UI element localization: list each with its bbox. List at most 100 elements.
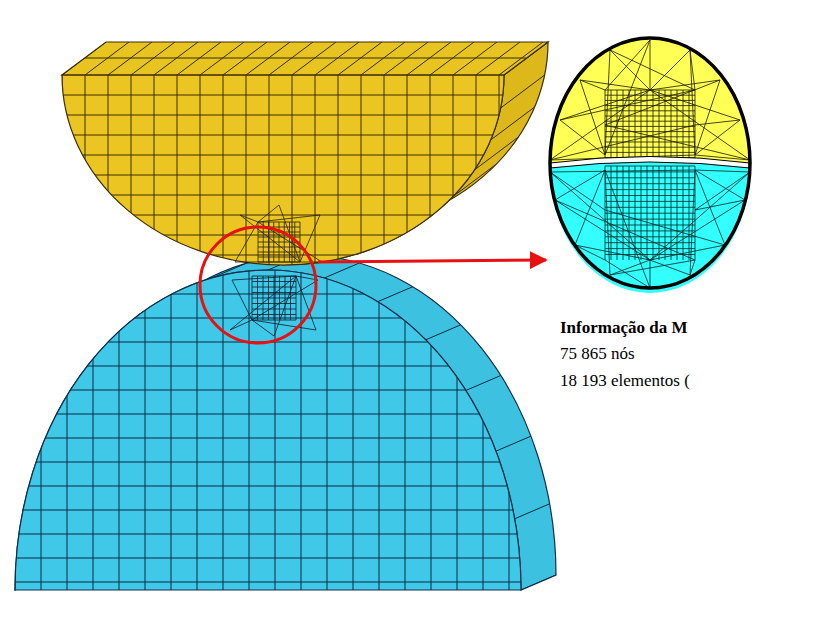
mesh-line: [407, 75, 408, 270]
mesh-line: [252, 314, 296, 315]
mesh-line: [41, 270, 42, 590]
mesh-line: [62, 115, 505, 116]
mesh-line: [650, 172, 750, 260]
mesh-line: [650, 50, 690, 90]
mesh-line: [258, 247, 300, 248]
mesh-line: [232, 276, 296, 280]
mesh-line: [521, 575, 556, 590]
mesh-line: [453, 75, 454, 270]
mesh-line: [252, 320, 296, 321]
mesh-line: [695, 170, 745, 200]
mesh-line: [85, 75, 86, 270]
mesh-line: [62, 95, 505, 96]
mesh-line: [509, 270, 510, 590]
mesh-line: [93, 270, 94, 590]
mesh-line: [62, 175, 505, 176]
mesh-line: [695, 172, 750, 210]
mesh-line: [605, 236, 695, 237]
mesh-line: [384, 75, 385, 270]
mesh-line: [62, 215, 505, 216]
mesh-line: [62, 255, 505, 256]
mesh-line: [476, 75, 477, 270]
mesh-line: [605, 116, 695, 117]
mesh-line: [15, 270, 16, 590]
mesh-line: [240, 215, 258, 222]
zoom-contact-gap: [550, 157, 750, 169]
zoom-outline: [550, 38, 750, 288]
mesh-line: [252, 303, 296, 304]
mesh-line: [483, 270, 484, 590]
mesh-line: [62, 75, 63, 270]
mesh-line: [15, 438, 525, 439]
mesh-line: [338, 75, 339, 270]
mesh-line: [605, 147, 695, 148]
mesh-line: [15, 366, 525, 367]
yellow-face-mesh: [62, 75, 505, 270]
mesh-line: [605, 80, 720, 125]
mesh-line: [605, 225, 695, 226]
mesh-line: [605, 136, 695, 137]
mesh-line: [695, 155, 750, 160]
mesh-line: [605, 207, 695, 208]
mesh-line: [501, 75, 545, 108]
mesh-line: [361, 75, 362, 270]
mesh-line: [605, 125, 750, 160]
mesh-line: [200, 75, 201, 270]
mesh-line: [560, 90, 695, 120]
mesh-line: [62, 195, 505, 196]
yellow-body-top: [62, 42, 548, 75]
mesh-line: [605, 248, 695, 249]
blue-body-surface: [15, 255, 556, 590]
zoom-cyan-mesh: [550, 166, 750, 288]
mesh-line: [466, 375, 501, 390]
mesh-line: [605, 210, 725, 245]
mesh-line: [605, 126, 695, 127]
mesh-line: [131, 75, 132, 270]
mesh-line: [605, 242, 695, 243]
mesh-line: [252, 287, 296, 288]
mesh-line: [324, 263, 359, 278]
mesh-line: [62, 75, 505, 76]
mesh-line: [431, 270, 432, 590]
mesh-line: [269, 75, 270, 270]
mesh-line: [550, 172, 605, 210]
mesh-line: [695, 120, 740, 125]
mesh-line: [315, 75, 316, 270]
mesh-line: [84, 58, 526, 59]
mesh-line: [610, 260, 695, 275]
mesh-line: [258, 237, 300, 238]
mesh-line: [62, 135, 505, 136]
mesh-line: [605, 171, 695, 172]
mesh-line: [15, 534, 525, 535]
mesh-line: [605, 142, 695, 143]
mesh-line: [119, 270, 120, 590]
mesh-line: [15, 462, 525, 463]
yellow-body-face: [62, 75, 504, 265]
mesh-line: [605, 170, 650, 288]
mesh-line: [405, 270, 406, 590]
mesh-line: [258, 215, 320, 222]
mesh-line: [580, 80, 650, 90]
mesh-line: [15, 510, 525, 511]
mesh-line: [650, 260, 690, 275]
mesh-line: [580, 80, 605, 155]
mesh-line: [499, 75, 500, 270]
mesh-line: [108, 75, 109, 270]
mesh-line: [62, 155, 505, 156]
mesh-line: [258, 252, 300, 253]
mesh-line: [15, 414, 525, 415]
mesh-line: [15, 318, 525, 319]
mesh-line: [15, 486, 525, 487]
mesh-line: [605, 177, 695, 178]
mesh-line: [496, 436, 531, 451]
mesh-line: [550, 155, 695, 160]
mesh-line: [695, 80, 720, 155]
mesh-line: [15, 582, 525, 583]
mesh-line: [550, 170, 695, 172]
mesh-line: [605, 230, 695, 231]
mesh-line: [15, 390, 525, 391]
mesh-line: [650, 260, 651, 288]
mesh-info-text: 75 865 nós: [560, 344, 635, 364]
